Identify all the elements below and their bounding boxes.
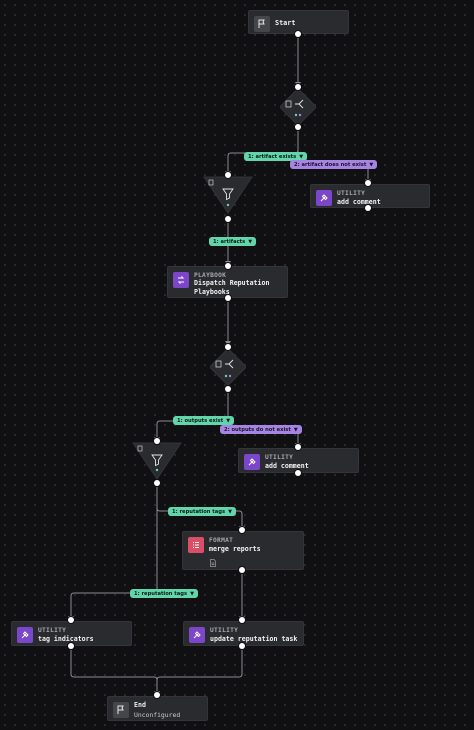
port-dot[interactable] (365, 180, 371, 186)
start-node[interactable]: Start (248, 10, 349, 34)
node-type: UTILITY (337, 190, 366, 197)
node-type: FORMAT (209, 537, 234, 544)
format-node-merge-reports[interactable]: FORMAT merge reports (182, 531, 304, 570)
node-type: UTILITY (38, 627, 67, 634)
node-title: merge reports (209, 545, 261, 553)
port-dot[interactable] (295, 31, 301, 37)
document-icon (210, 559, 216, 567)
node-title: Start (275, 19, 296, 27)
utility-node-update-reputation-task[interactable]: UTILITY update reputation task (183, 621, 304, 646)
port-dot[interactable] (154, 438, 160, 444)
utility-icon (189, 627, 205, 643)
port-dot[interactable] (295, 124, 301, 130)
node-type: PLAYBOOK (194, 272, 227, 279)
port-dot[interactable] (239, 617, 245, 623)
chevron-down-icon: ▼ (293, 426, 298, 433)
document-icon (208, 179, 214, 186)
port-dot[interactable] (68, 643, 74, 649)
node-title: add comment (265, 462, 309, 470)
filter-icon (222, 188, 234, 201)
filter-icon (151, 454, 163, 467)
end-node[interactable]: End Unconfigured (107, 696, 208, 721)
branch-label-reputation-tags-2[interactable]: 1: reputation tags▼ (130, 589, 198, 598)
decision-node-2[interactable] (209, 348, 247, 386)
port-dot[interactable] (239, 567, 245, 573)
node-title: update reputation task (210, 635, 298, 643)
port-dot[interactable] (225, 172, 231, 178)
utility-icon (244, 454, 260, 470)
port-dot[interactable] (295, 444, 301, 450)
format-list-icon (188, 537, 204, 553)
branch-icon (225, 359, 234, 369)
link-update-end (156, 646, 243, 681)
document-icon (285, 100, 292, 108)
node-type: UTILITY (265, 454, 294, 461)
branch-label-reputation-tags-1[interactable]: 1: reputation tags▼ (168, 507, 236, 516)
filter-node-1[interactable] (203, 176, 253, 214)
node-type: UTILITY (210, 627, 239, 634)
link-tag-end (70, 646, 158, 696)
port-dot[interactable] (239, 527, 245, 533)
branch-label-artifacts[interactable]: 1: artifacts▼ (209, 237, 257, 246)
playbook-node-dispatch[interactable]: PLAYBOOK Dispatch Reputation Playbooks (167, 266, 288, 298)
port-dot[interactable] (365, 205, 371, 211)
playbook-icon (173, 272, 189, 288)
port-dot[interactable] (225, 216, 231, 222)
chevron-down-icon: ▼ (228, 508, 232, 515)
node-title: Dispatch Reputation Playbooks (194, 279, 270, 296)
node-title: tag indicators (38, 635, 94, 643)
port-dot[interactable] (295, 470, 301, 476)
link-filter2-tag (70, 508, 158, 621)
branch-label-artifact-exists[interactable]: 1: artifact exists▼ (244, 152, 308, 161)
node-subtitle: Unconfigured (134, 711, 181, 719)
port-dot[interactable] (154, 692, 160, 698)
port-dot[interactable] (295, 84, 301, 90)
utility-icon (17, 627, 33, 643)
branch-icon (295, 99, 304, 109)
chevron-down-icon: ▼ (299, 153, 304, 160)
chevron-down-icon: ▼ (226, 417, 231, 424)
chevron-down-icon: ▼ (190, 590, 194, 597)
flag-icon (254, 16, 270, 32)
utility-node-tag-indicators[interactable]: UTILITY tag indicators (11, 621, 132, 646)
port-dot[interactable] (225, 386, 231, 392)
port-dot[interactable] (225, 295, 231, 301)
branch-label-outputs-exist[interactable]: 1: outputs exist▼ (173, 416, 235, 425)
port-dot[interactable] (68, 617, 74, 623)
chevron-down-icon: ▼ (369, 161, 374, 168)
utility-icon (316, 190, 332, 206)
decision-node-1[interactable] (279, 88, 317, 126)
port-dot[interactable] (239, 643, 245, 649)
filter-node-2[interactable] (132, 442, 182, 480)
flag-icon (113, 702, 129, 718)
document-icon (215, 360, 222, 368)
node-title: add comment (337, 198, 381, 206)
port-dot[interactable] (154, 480, 160, 486)
branch-label-outputs-not-exist[interactable]: 2: outputs do not exist▼ (220, 425, 302, 434)
utility-node-add-comment-1[interactable]: UTILITY add comment (310, 184, 430, 208)
port-dot[interactable] (225, 344, 231, 350)
document-icon (137, 445, 143, 452)
chevron-down-icon: ▼ (248, 238, 253, 245)
branch-label-artifact-not-exist[interactable]: 2: artifact does not exist▼ (290, 160, 378, 169)
port-dot[interactable] (225, 263, 231, 269)
node-title: End (134, 701, 146, 709)
